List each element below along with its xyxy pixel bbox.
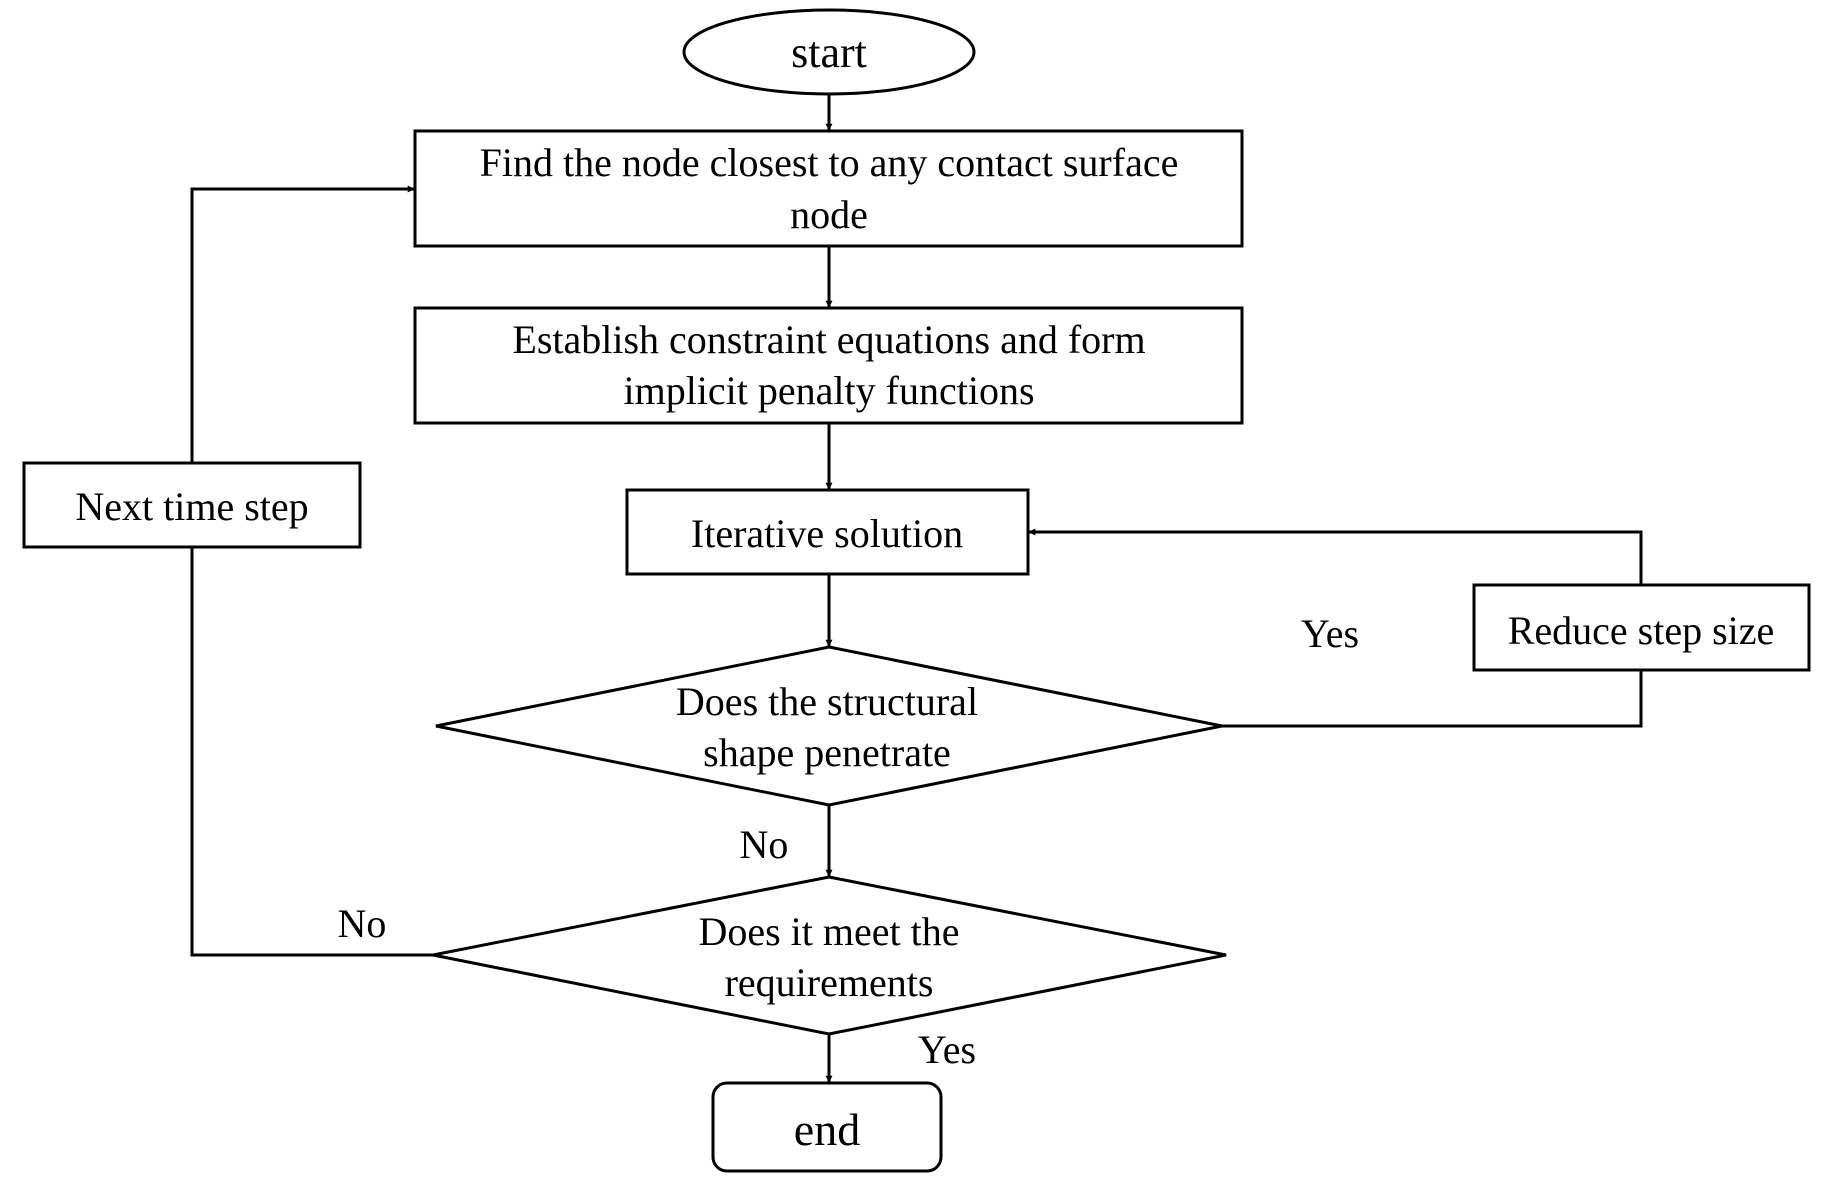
start-label: start <box>791 28 867 77</box>
start-node: start <box>682 8 976 96</box>
end-node: end <box>711 1081 943 1173</box>
reduce-step-size-label: Reduce step size <box>1508 608 1775 653</box>
reduce-step-size-box: Reduce step size <box>1472 583 1811 672</box>
arrow-next-step-to-find-node <box>190 185 415 462</box>
penetrate-label-line2: shape penetrate <box>703 730 951 775</box>
penetrate-decision: Does the structural shape penetrate <box>435 645 1223 807</box>
requirements-label-line2: requirements <box>725 960 934 1005</box>
requirements-label-line1: Does it meet the <box>698 909 959 954</box>
establish-label-line2: implicit penalty functions <box>623 368 1034 413</box>
end-label: end <box>794 1104 860 1155</box>
next-time-step-box: Next time step <box>22 461 362 549</box>
next-time-step-label: Next time step <box>75 484 308 529</box>
line-requirements-to-next-step <box>190 547 433 957</box>
iterative-solution-label: Iterative solution <box>691 511 963 556</box>
edge-label-requirements-yes: Yes <box>918 1027 976 1072</box>
find-node-box: Find the node closest to any contact sur… <box>413 129 1244 248</box>
edge-label-penetrate-no: No <box>740 822 789 867</box>
edge-label-requirements-no: No <box>338 901 387 946</box>
establish-box: Establish constraint equations and form … <box>413 306 1244 425</box>
edge-labels: Yes No No Yes <box>338 611 1360 1072</box>
connectors <box>190 95 1643 1083</box>
arrow-reduce-step-to-iterative <box>1028 528 1643 584</box>
establish-label-line1: Establish constraint equations and form <box>512 317 1145 362</box>
find-node-label-line2: node <box>790 192 868 237</box>
penetrate-label-line1: Does the structural <box>676 679 978 724</box>
requirements-decision: Does it meet the requirements <box>432 875 1227 1036</box>
edge-label-penetrate-yes: Yes <box>1301 611 1359 656</box>
find-node-label-line1: Find the node closest to any contact sur… <box>480 140 1179 185</box>
iterative-solution-box: Iterative solution <box>625 488 1030 576</box>
line-penetrate-to-reduce-step <box>1222 670 1643 728</box>
